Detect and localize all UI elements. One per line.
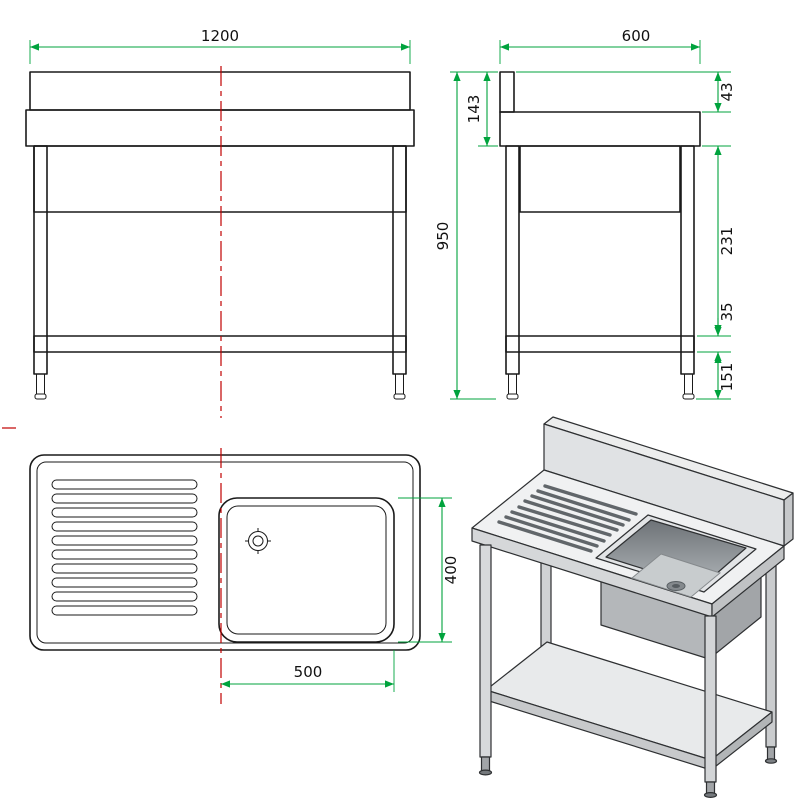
rib-line bbox=[504, 515, 599, 548]
plan-bowl-outer bbox=[218, 497, 395, 643]
iso-front-right-leg bbox=[704, 615, 717, 783]
iso-front-left-leg bbox=[479, 544, 492, 758]
iso-back-right-foot-pad bbox=[764, 758, 778, 764]
side-backsplash bbox=[499, 71, 515, 113]
iso-worktop-side-edge bbox=[711, 545, 785, 618]
side-front-leg bbox=[680, 145, 695, 375]
rib-slot bbox=[51, 521, 198, 532]
rib-line bbox=[543, 484, 638, 516]
dim-overall-height: 950 bbox=[434, 71, 498, 400]
dim-label-bowl-width: 400 bbox=[442, 556, 460, 585]
front-left-foot-pad bbox=[34, 393, 47, 400]
front-apron bbox=[33, 145, 407, 213]
rib-line bbox=[530, 494, 625, 527]
side-undershelf bbox=[505, 335, 695, 353]
front-undershelf bbox=[33, 335, 407, 353]
rib-line bbox=[517, 505, 612, 537]
front-backsplash bbox=[29, 71, 411, 111]
plan-inner-rim bbox=[36, 461, 414, 644]
rib-slot bbox=[51, 605, 198, 616]
iso-front-left-foot bbox=[480, 756, 491, 772]
rib-slot bbox=[51, 577, 198, 588]
plan-view bbox=[2, 427, 421, 704]
side-rear-leg bbox=[505, 145, 520, 375]
dim-top-assembly: 143 bbox=[465, 72, 498, 147]
front-left-leg bbox=[33, 145, 48, 375]
dim-overall-depth: 600 bbox=[499, 27, 701, 64]
dim-bowl-length: 500 bbox=[221, 650, 395, 692]
dim-label-overall-width: 1200 bbox=[201, 27, 239, 45]
side-front-foot bbox=[684, 373, 693, 395]
side-bowl-profile bbox=[519, 145, 681, 213]
iso-bowl-bottom bbox=[630, 553, 722, 598]
dim-bowl-width: 400 bbox=[398, 497, 460, 643]
plan-drain-hole bbox=[245, 528, 271, 554]
side-rear-foot bbox=[508, 373, 517, 395]
iso-backsplash-edge bbox=[783, 492, 794, 547]
front-worktop bbox=[25, 109, 415, 147]
dim-label-under-top: 231 bbox=[718, 227, 736, 256]
dim-extension-lines bbox=[516, 71, 731, 400]
rib-slot bbox=[51, 591, 198, 602]
dim-label-overall-height: 950 bbox=[434, 222, 452, 251]
rib-slot bbox=[51, 507, 198, 518]
plan-outer-edge bbox=[29, 454, 421, 651]
drain-outer-circle bbox=[248, 531, 268, 551]
plan-bowl-inner bbox=[226, 505, 387, 635]
rib-line bbox=[497, 520, 593, 553]
side-view bbox=[499, 71, 701, 400]
side-worktop bbox=[499, 111, 701, 147]
dim-label-overall-depth: 600 bbox=[622, 27, 651, 45]
dim-label-backsplash: 43 bbox=[718, 82, 736, 101]
side-rear-foot-pad bbox=[506, 393, 519, 400]
dim-label-leg-foot: 151 bbox=[718, 363, 736, 392]
side-front-foot-pad bbox=[682, 393, 695, 400]
iso-drain-center bbox=[672, 584, 680, 588]
front-right-leg bbox=[392, 145, 407, 375]
rib-slot bbox=[51, 563, 198, 574]
iso-front-left-foot-pad bbox=[478, 769, 493, 776]
dim-label-bowl-length: 500 bbox=[294, 663, 323, 681]
rib-slot bbox=[51, 535, 198, 546]
front-right-foot bbox=[395, 373, 404, 395]
dim-label-shelf-frame: 35 bbox=[718, 302, 736, 321]
rib-line bbox=[510, 510, 606, 543]
rib-slot bbox=[51, 493, 198, 504]
front-left-foot bbox=[36, 373, 45, 395]
dim-label-top-assembly: 143 bbox=[465, 95, 483, 124]
dim-extension-lines bbox=[499, 40, 701, 64]
dim-overall-width: 1200 bbox=[29, 27, 411, 64]
iso-front-right-foot-pad bbox=[703, 791, 718, 798]
plan-drainboard-ribs bbox=[51, 479, 198, 616]
rib-line bbox=[523, 499, 619, 532]
front-right-foot-pad bbox=[393, 393, 406, 400]
rib-line bbox=[536, 489, 631, 522]
iso-drainboard-ribs bbox=[497, 484, 638, 553]
drain-cross-ticks bbox=[245, 528, 271, 554]
drain-inner-circle bbox=[252, 535, 264, 547]
rib-slot bbox=[51, 549, 198, 560]
front-view bbox=[25, 66, 415, 418]
iso-view bbox=[471, 416, 794, 798]
dim-chain-right: 43 231 35 151 bbox=[516, 71, 736, 400]
rib-slot bbox=[51, 479, 198, 490]
iso-back-right-foot bbox=[766, 746, 776, 761]
